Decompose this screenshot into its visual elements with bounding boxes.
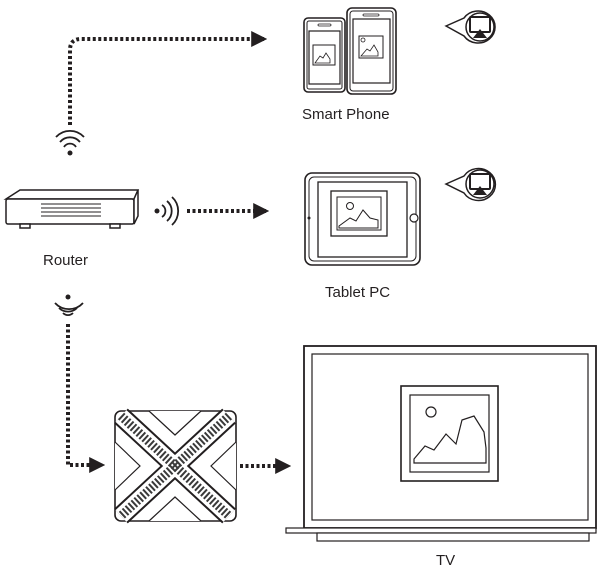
smartphone-device-right — [346, 7, 397, 95]
wifi-icon — [54, 294, 84, 316]
tablet-device — [304, 172, 421, 266]
router-label: Router — [43, 252, 89, 269]
tv-label: TV — [436, 552, 456, 569]
airplay-icon — [444, 10, 496, 44]
connector-router-to-phone — [68, 31, 268, 125]
wifi-icon — [154, 196, 179, 226]
tablet-label: Tablet PC — [325, 284, 391, 301]
smartphone-label: Smart Phone — [302, 106, 390, 123]
router-device — [3, 189, 140, 229]
connector-router-to-tvbox — [66, 324, 106, 473]
airplay-icon — [444, 167, 497, 202]
smartphone-device-left — [303, 17, 346, 93]
tv-device — [285, 345, 597, 542]
wifi-icon — [55, 130, 85, 156]
tv-box-device — [114, 408, 237, 524]
